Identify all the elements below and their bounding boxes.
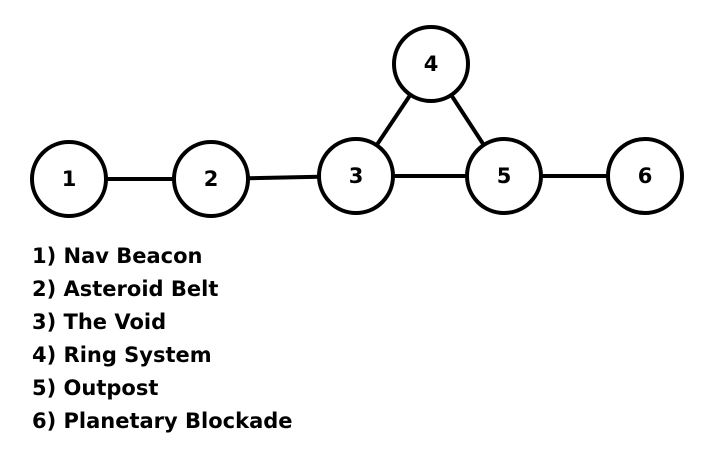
node-circle-5 (465, 137, 543, 215)
graph-edges (106, 93, 608, 181)
node-5: 5 (465, 137, 543, 215)
legend-item-1: 1) Nav Beacon (32, 244, 203, 268)
node-circle-3 (317, 137, 395, 215)
legend-item-4: 4) Ring System (32, 343, 212, 367)
location-legend: 1) Nav Beacon 2) Asteroid Belt 3) The Vo… (32, 240, 293, 438)
legend-item-5: 5) Outpost (32, 376, 159, 400)
graph-nodes: 1 2 3 4 5 6 (30, 25, 684, 218)
edge-2-3 (247, 174, 320, 181)
node-label-6: 6 (638, 164, 653, 188)
node-circle-1 (30, 140, 108, 218)
legend-item-6: 6) Planetary Blockade (32, 409, 293, 433)
node-4: 4 (392, 25, 470, 103)
node-label-2: 2 (204, 167, 219, 191)
node-1: 1 (30, 140, 108, 218)
node-label-4: 4 (424, 52, 439, 76)
node-3: 3 (317, 137, 395, 215)
node-circle-2 (172, 140, 250, 218)
node-2: 2 (172, 140, 250, 218)
node-label-5: 5 (497, 164, 512, 188)
node-6: 6 (606, 137, 684, 215)
edge-4-5 (449, 93, 486, 147)
legend-item-2: 2) Asteroid Belt (32, 277, 219, 301)
node-label-1: 1 (62, 167, 77, 191)
legend-item-3: 3) The Void (32, 310, 167, 334)
edge-3-4 (374, 93, 413, 147)
node-circle-4 (392, 25, 470, 103)
node-label-3: 3 (349, 164, 364, 188)
node-circle-6 (606, 137, 684, 215)
